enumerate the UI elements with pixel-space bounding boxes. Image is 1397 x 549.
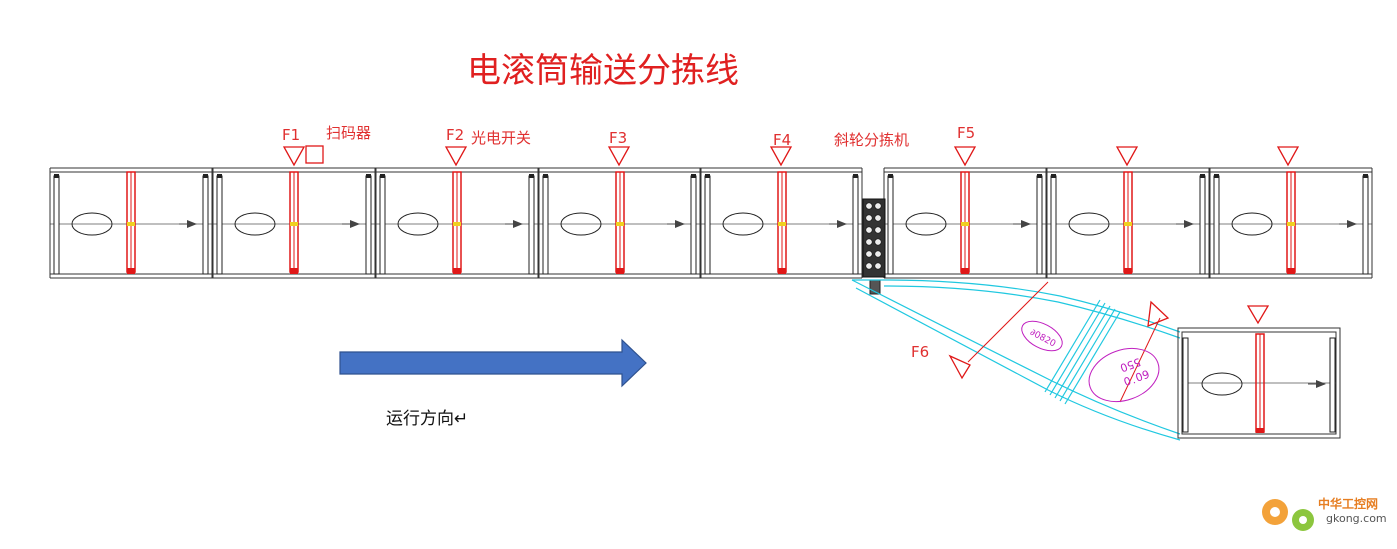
sorter-wheel xyxy=(865,250,873,258)
diagram-title: 电滚筒输送分拣线 xyxy=(467,51,739,91)
f6-photo-sensor xyxy=(948,281,1170,403)
label-f5: F5 xyxy=(957,124,975,142)
red-roller xyxy=(1123,171,1133,274)
wheel-sorter-machine xyxy=(862,198,886,295)
red-roller xyxy=(960,171,970,274)
sorter-wheel xyxy=(865,262,873,270)
package-ellipse xyxy=(905,212,947,236)
conveyor-segment xyxy=(375,168,539,278)
sorter-wheel xyxy=(865,214,873,222)
sorter-wheel xyxy=(874,262,882,270)
conveyor-segment xyxy=(883,168,1047,278)
branch-conveyor xyxy=(1177,305,1341,439)
conveyor-segment xyxy=(700,168,863,278)
sensor-triangle xyxy=(769,146,793,167)
label-f3: F3 xyxy=(609,129,627,147)
label-f2: F2 xyxy=(446,126,464,144)
package-ellipse xyxy=(397,212,439,236)
sensor-triangle xyxy=(282,146,306,167)
label-photo-switch: 光电开关 xyxy=(471,129,531,147)
red-roller xyxy=(289,171,299,274)
red-roller xyxy=(777,171,787,274)
red-roller xyxy=(126,171,136,274)
photo-sensor-triangles xyxy=(282,146,1300,167)
direction-arrow xyxy=(339,338,647,388)
package-ellipse xyxy=(560,212,602,236)
sorter-wheel xyxy=(865,202,873,210)
red-roller xyxy=(615,171,625,274)
label-scanner: 扫码器 xyxy=(326,124,371,142)
gkong-watermark: 中华工控网 gkong.com xyxy=(1262,496,1387,531)
conveyor-segment xyxy=(49,168,213,278)
sorter-wheel xyxy=(874,202,882,210)
conveyor-segment xyxy=(1209,168,1373,278)
conveyor-segment xyxy=(538,168,701,278)
package-ellipse xyxy=(722,212,764,236)
scanner-box xyxy=(305,145,324,164)
sensor-triangle xyxy=(444,146,468,167)
watermark-url: gkong.com xyxy=(1326,512,1387,525)
package-ellipse xyxy=(1068,212,1110,236)
sorter-wheel xyxy=(874,226,882,234)
conveyor-segment xyxy=(212,168,376,278)
branch-tag-1: ∂0820 xyxy=(1028,328,1057,350)
sensor-triangle xyxy=(1115,146,1139,167)
sorter-wheel xyxy=(874,214,882,222)
sorter-wheel xyxy=(865,226,873,234)
main-conveyor xyxy=(50,167,1372,279)
red-roller xyxy=(452,171,462,274)
package-ellipse xyxy=(71,212,113,236)
package-ellipse xyxy=(234,212,276,236)
sensor-triangle xyxy=(953,146,977,167)
red-roller xyxy=(1286,171,1296,274)
package-ellipse xyxy=(1231,212,1273,236)
sorter-wheel xyxy=(874,250,882,258)
watermark-brand: 中华工控网 xyxy=(1318,496,1378,511)
label-direction: 运行方向↵ xyxy=(386,409,468,429)
label-f1: F1 xyxy=(282,126,300,144)
sensor-triangle xyxy=(1276,146,1300,167)
sorter-wheel xyxy=(865,238,873,246)
label-f4: F4 xyxy=(773,131,791,149)
sensor-triangle xyxy=(607,146,631,167)
conveyor-segments xyxy=(49,168,1373,278)
conveyor-segment xyxy=(1046,168,1210,278)
curved-branch-conveyor xyxy=(851,279,1181,441)
label-f6: F6 xyxy=(911,343,929,361)
label-sorter: 斜轮分拣机 xyxy=(834,131,909,149)
sorter-wheel xyxy=(874,238,882,246)
branch-dimension-marks: ∂0820 60˙0 550 xyxy=(1021,320,1160,403)
